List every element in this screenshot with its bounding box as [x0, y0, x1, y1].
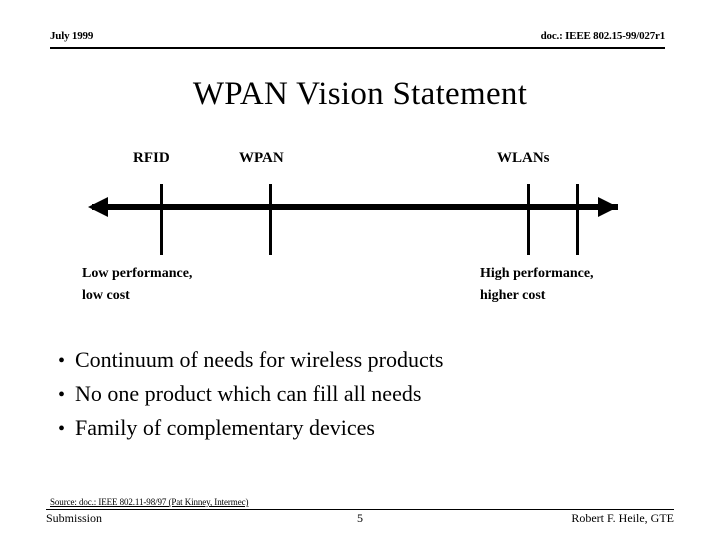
axis-label-wlans: WLANs	[497, 150, 550, 166]
continuum-diagram: RFID WPAN WLANs	[0, 150, 720, 270]
footer-divider	[46, 509, 674, 510]
axis-label-rfid: RFID	[133, 150, 170, 166]
caption-high-performance: High performance, higher cost	[480, 263, 594, 307]
bullet-dot-icon: •	[58, 350, 66, 372]
caption-high-line2: higher cost	[480, 288, 546, 303]
bullet-dot-icon: •	[58, 384, 66, 406]
tick-mark-wpan	[269, 184, 272, 255]
slide-footer: Submission 5 Robert F. Heile, GTE	[46, 511, 674, 529]
header-doc-number: doc.: IEEE 802.15-99/027r1	[540, 30, 666, 42]
list-item-label: Family of complementary devices	[75, 415, 375, 440]
tick-mark-wlan-lower	[527, 184, 530, 255]
header-date: July 1999	[50, 30, 94, 42]
bullet-list: • Continuum of needs for wireless produc…	[58, 349, 658, 451]
list-item-label: Continuum of needs for wireless products	[75, 347, 444, 372]
tick-mark-wlan-upper	[576, 184, 579, 255]
slide-header: July 1999 doc.: IEEE 802.15-99/027r1	[50, 30, 665, 50]
footer-page-number: 5	[357, 511, 363, 525]
page-title: WPAN Vision Statement	[192, 76, 528, 112]
list-item: • Family of complementary devices	[58, 417, 658, 451]
header-divider	[50, 47, 665, 49]
caption-low-performance: Low performance, low cost	[82, 263, 192, 307]
list-item-label: No one product which can fill all needs	[75, 381, 422, 406]
footer-author: Robert F. Heile, GTE	[571, 511, 674, 525]
continuum-axis-line	[92, 204, 618, 210]
caption-low-line1: Low performance,	[82, 266, 193, 281]
source-note: Source: doc.: IEEE 802.11-98/97 (Pat Kin…	[50, 497, 249, 507]
bullet-dot-icon: •	[58, 418, 66, 440]
axis-label-wpan: WPAN	[239, 150, 284, 166]
tick-mark-rfid	[160, 184, 163, 255]
arrow-right-icon	[598, 197, 618, 217]
footer-submission-label: Submission	[46, 511, 103, 525]
list-item: • Continuum of needs for wireless produc…	[58, 349, 658, 383]
caption-low-line2: low cost	[82, 288, 130, 303]
caption-high-line1: High performance,	[480, 266, 594, 281]
list-item: • No one product which can fill all need…	[58, 383, 658, 417]
